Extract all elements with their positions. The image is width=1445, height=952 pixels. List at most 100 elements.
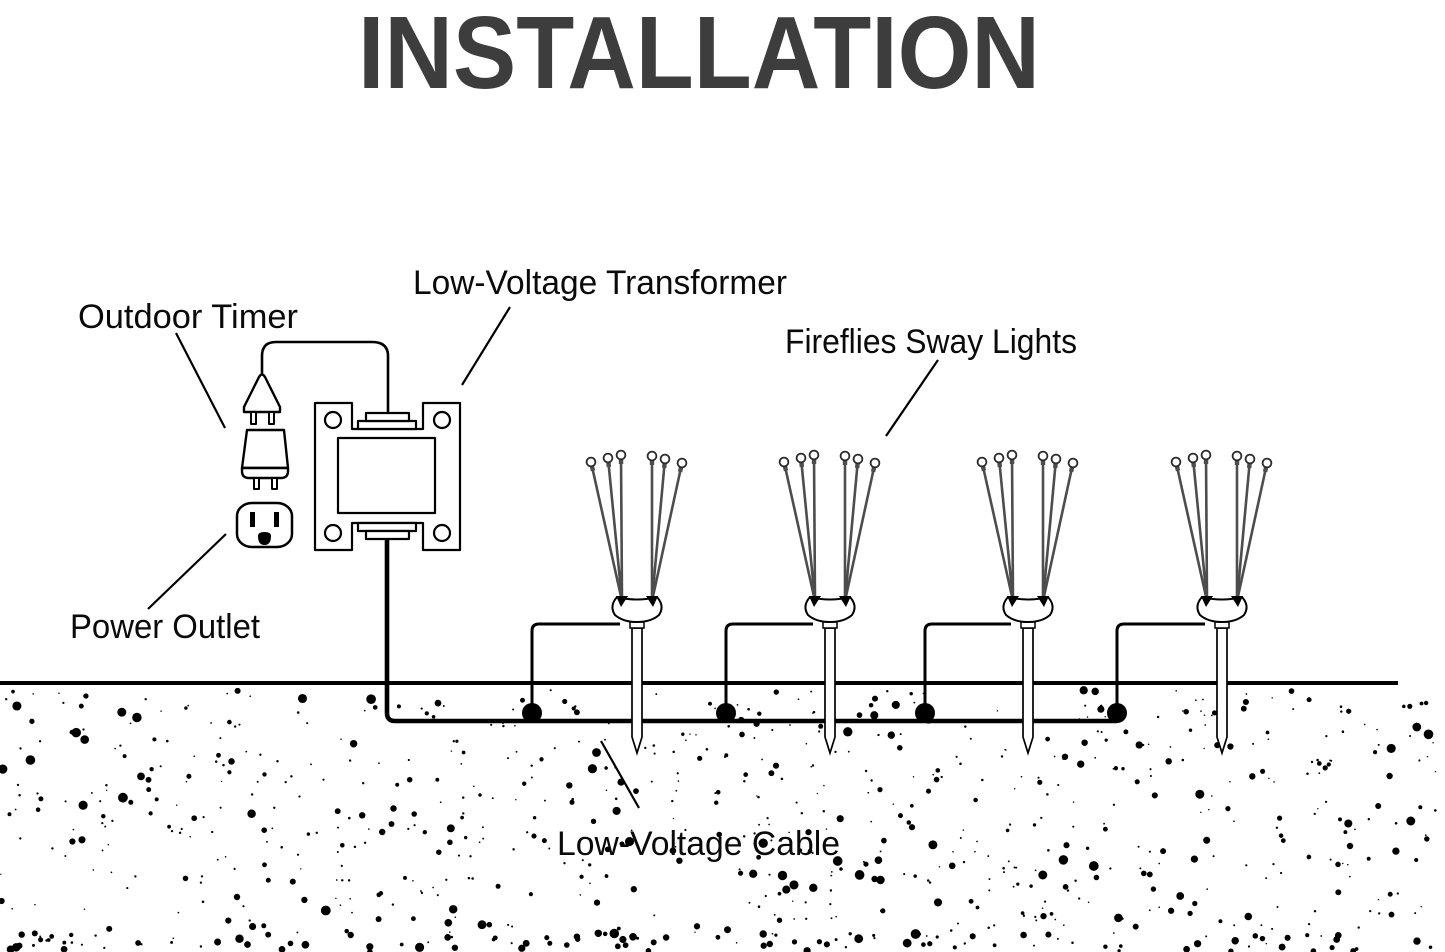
- soil-dot: [1193, 940, 1202, 948]
- soil-dot: [1272, 862, 1275, 866]
- soil-dot: [36, 792, 39, 795]
- soil-dot: [0, 897, 5, 905]
- soil-dot: [146, 787, 152, 793]
- soil-dot: [776, 917, 783, 923]
- soil-dot: [714, 800, 719, 805]
- soil-dot: [1325, 734, 1328, 738]
- soil-dot: [795, 801, 798, 804]
- soil-dot: [1203, 747, 1205, 750]
- soil-dot: [439, 801, 442, 804]
- ground-stake: [1022, 627, 1034, 756]
- soil-dot: [71, 727, 81, 738]
- soil-dot: [830, 917, 833, 920]
- soil-dot: [753, 720, 760, 727]
- soil-dot: [1375, 802, 1382, 810]
- soil-dot: [431, 714, 436, 719]
- soil-dot: [1409, 734, 1412, 738]
- soil-dot: [111, 819, 114, 823]
- soil-dot: [1047, 849, 1050, 852]
- soil-dot: [1121, 709, 1123, 712]
- soil-dot: [1307, 922, 1311, 926]
- soil-dot: [922, 692, 925, 695]
- soil-dot: [830, 871, 833, 873]
- soil-dot: [1346, 842, 1354, 850]
- soil-dot: [629, 932, 637, 941]
- soil-dot: [1181, 758, 1185, 762]
- soil-dot: [1426, 755, 1429, 758]
- soil-dot: [759, 930, 767, 938]
- soil-dot: [358, 812, 366, 819]
- transformer-bottom-tab: [364, 529, 411, 541]
- soil-dot: [619, 841, 625, 847]
- soil-dot: [843, 727, 853, 737]
- soil-dot: [287, 940, 294, 947]
- soil-dot: [233, 867, 236, 870]
- low-voltage-transformer-pointer-line: [461, 306, 511, 386]
- cable-connector-dot: [522, 703, 542, 723]
- soil-dot: [963, 942, 966, 945]
- soil-dot: [461, 796, 465, 799]
- soil-dot: [347, 931, 354, 939]
- soil-dot: [273, 806, 276, 809]
- soil-dot: [507, 923, 510, 926]
- soil-dot: [926, 879, 930, 882]
- soil-dot: [1329, 945, 1335, 951]
- bulb: [869, 457, 881, 469]
- soil-dot: [788, 831, 790, 834]
- soil-dot: [1035, 919, 1038, 922]
- soil-dot: [455, 739, 459, 743]
- soil-dot: [478, 841, 481, 844]
- soil-dot: [296, 931, 299, 934]
- soil-dot: [132, 712, 142, 723]
- soil-dot: [797, 698, 800, 701]
- soil-dot: [62, 701, 65, 705]
- bulb: [602, 452, 614, 464]
- soil-dot: [602, 931, 608, 937]
- soil-dot: [922, 710, 925, 713]
- power-outlet-label: Power Outlet: [70, 608, 261, 646]
- soil-dot: [695, 734, 697, 736]
- soil-dot: [467, 876, 471, 880]
- soil-dot: [822, 810, 826, 813]
- soil-dot: [25, 755, 36, 765]
- stem-attach-ear: [809, 596, 821, 607]
- soil-dot: [681, 732, 685, 736]
- soil-dot: [444, 918, 453, 927]
- cable-connector-dot: [716, 703, 736, 723]
- soil-dot: [106, 925, 113, 932]
- soil-dot: [928, 881, 932, 884]
- soil-dot: [462, 812, 465, 815]
- bulb: [659, 453, 671, 465]
- soil-dot: [154, 797, 159, 802]
- soil-dot: [807, 848, 813, 854]
- light-lead-wire: [923, 622, 1011, 713]
- soil-dot: [1265, 877, 1268, 880]
- soil-dot: [69, 932, 74, 938]
- soil-dot: [526, 831, 529, 834]
- soil-dot: [261, 923, 267, 929]
- soil-dot: [1306, 697, 1312, 703]
- soil-dot: [244, 941, 251, 948]
- soil-dot: [715, 789, 721, 795]
- light-stem-wire: [843, 462, 877, 602]
- soil-dot: [1340, 710, 1343, 713]
- soil-dot: [446, 824, 455, 833]
- soil-dot: [636, 936, 640, 940]
- plug-cord-wire: [260, 340, 390, 413]
- soil-dot: [764, 894, 767, 898]
- soil-dot: [435, 777, 440, 782]
- soil-dot: [1043, 900, 1047, 903]
- soil-dot: [1434, 809, 1437, 812]
- soil-dot: [1148, 850, 1151, 853]
- soil-dot: [201, 900, 205, 904]
- soil-dot: [1134, 779, 1140, 785]
- soil-dot: [1033, 944, 1035, 947]
- soil-dot: [909, 691, 913, 696]
- bulb: [1050, 453, 1062, 465]
- soil-dot: [58, 692, 60, 694]
- soil-dot: [473, 785, 475, 788]
- soil-dot: [708, 701, 712, 706]
- soil-dot: [1057, 783, 1060, 787]
- ground-stake: [824, 627, 836, 756]
- soil-dot: [1252, 742, 1255, 745]
